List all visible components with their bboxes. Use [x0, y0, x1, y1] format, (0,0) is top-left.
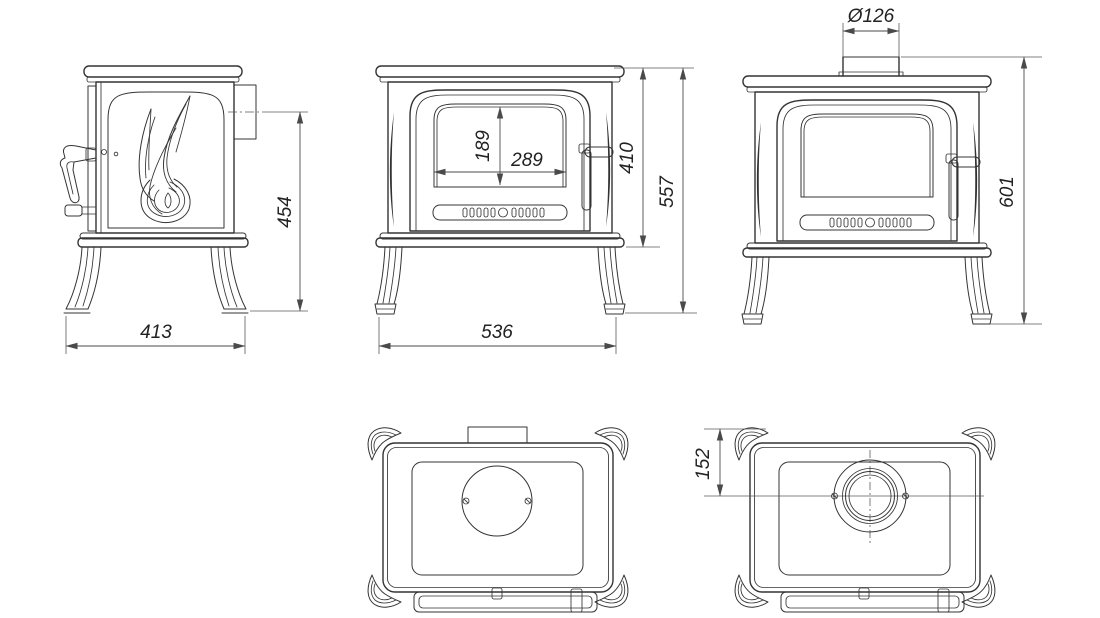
dim-glass-width: 289: [433, 150, 567, 176]
dim-height-with-collar: 601: [901, 56, 1042, 325]
blanking-plate: [461, 465, 533, 537]
dim-side-flue-height: 454: [250, 111, 308, 312]
dim-label-557: 557: [657, 175, 678, 208]
dim-flue-center-offset: 152: [693, 428, 766, 497]
dim-label-152: 152: [693, 448, 714, 480]
top-view-blanked: [368, 426, 628, 612]
side-door-handle: [59, 145, 119, 217]
rear-outlet-tab: [467, 426, 528, 444]
front-view: 189 289 410 557 536: [374, 65, 697, 354]
dim-label-410: 410: [617, 142, 638, 174]
front-view-with-flue: Ø126 601: [741, 6, 1042, 325]
dim-width: 536: [378, 317, 617, 354]
dim-label-413: 413: [140, 322, 172, 343]
rear-flue-outlet: [228, 84, 262, 140]
dim-flue-diameter: Ø126: [842, 6, 900, 57]
top-view-with-collar: 152: [693, 428, 995, 612]
flue-pipe: [838, 56, 904, 77]
dim-glass-height: 189: [473, 106, 504, 186]
dim-label-536: 536: [481, 322, 513, 343]
dim-label-189: 189: [473, 130, 494, 162]
flue-collar: [704, 450, 984, 545]
dim-depth: 413: [65, 316, 246, 354]
flame-decoration: [138, 95, 191, 224]
dim-total-height: 557: [625, 67, 697, 314]
dim-label-454: 454: [275, 196, 296, 228]
dim-label-289: 289: [510, 150, 543, 171]
side-legs: [63, 246, 249, 314]
dim-label-flue-diameter: Ø126: [847, 6, 895, 27]
dim-label-601: 601: [997, 176, 1018, 208]
side-view: 454 413: [59, 65, 308, 354]
dim-body-height: 410: [614, 67, 694, 248]
